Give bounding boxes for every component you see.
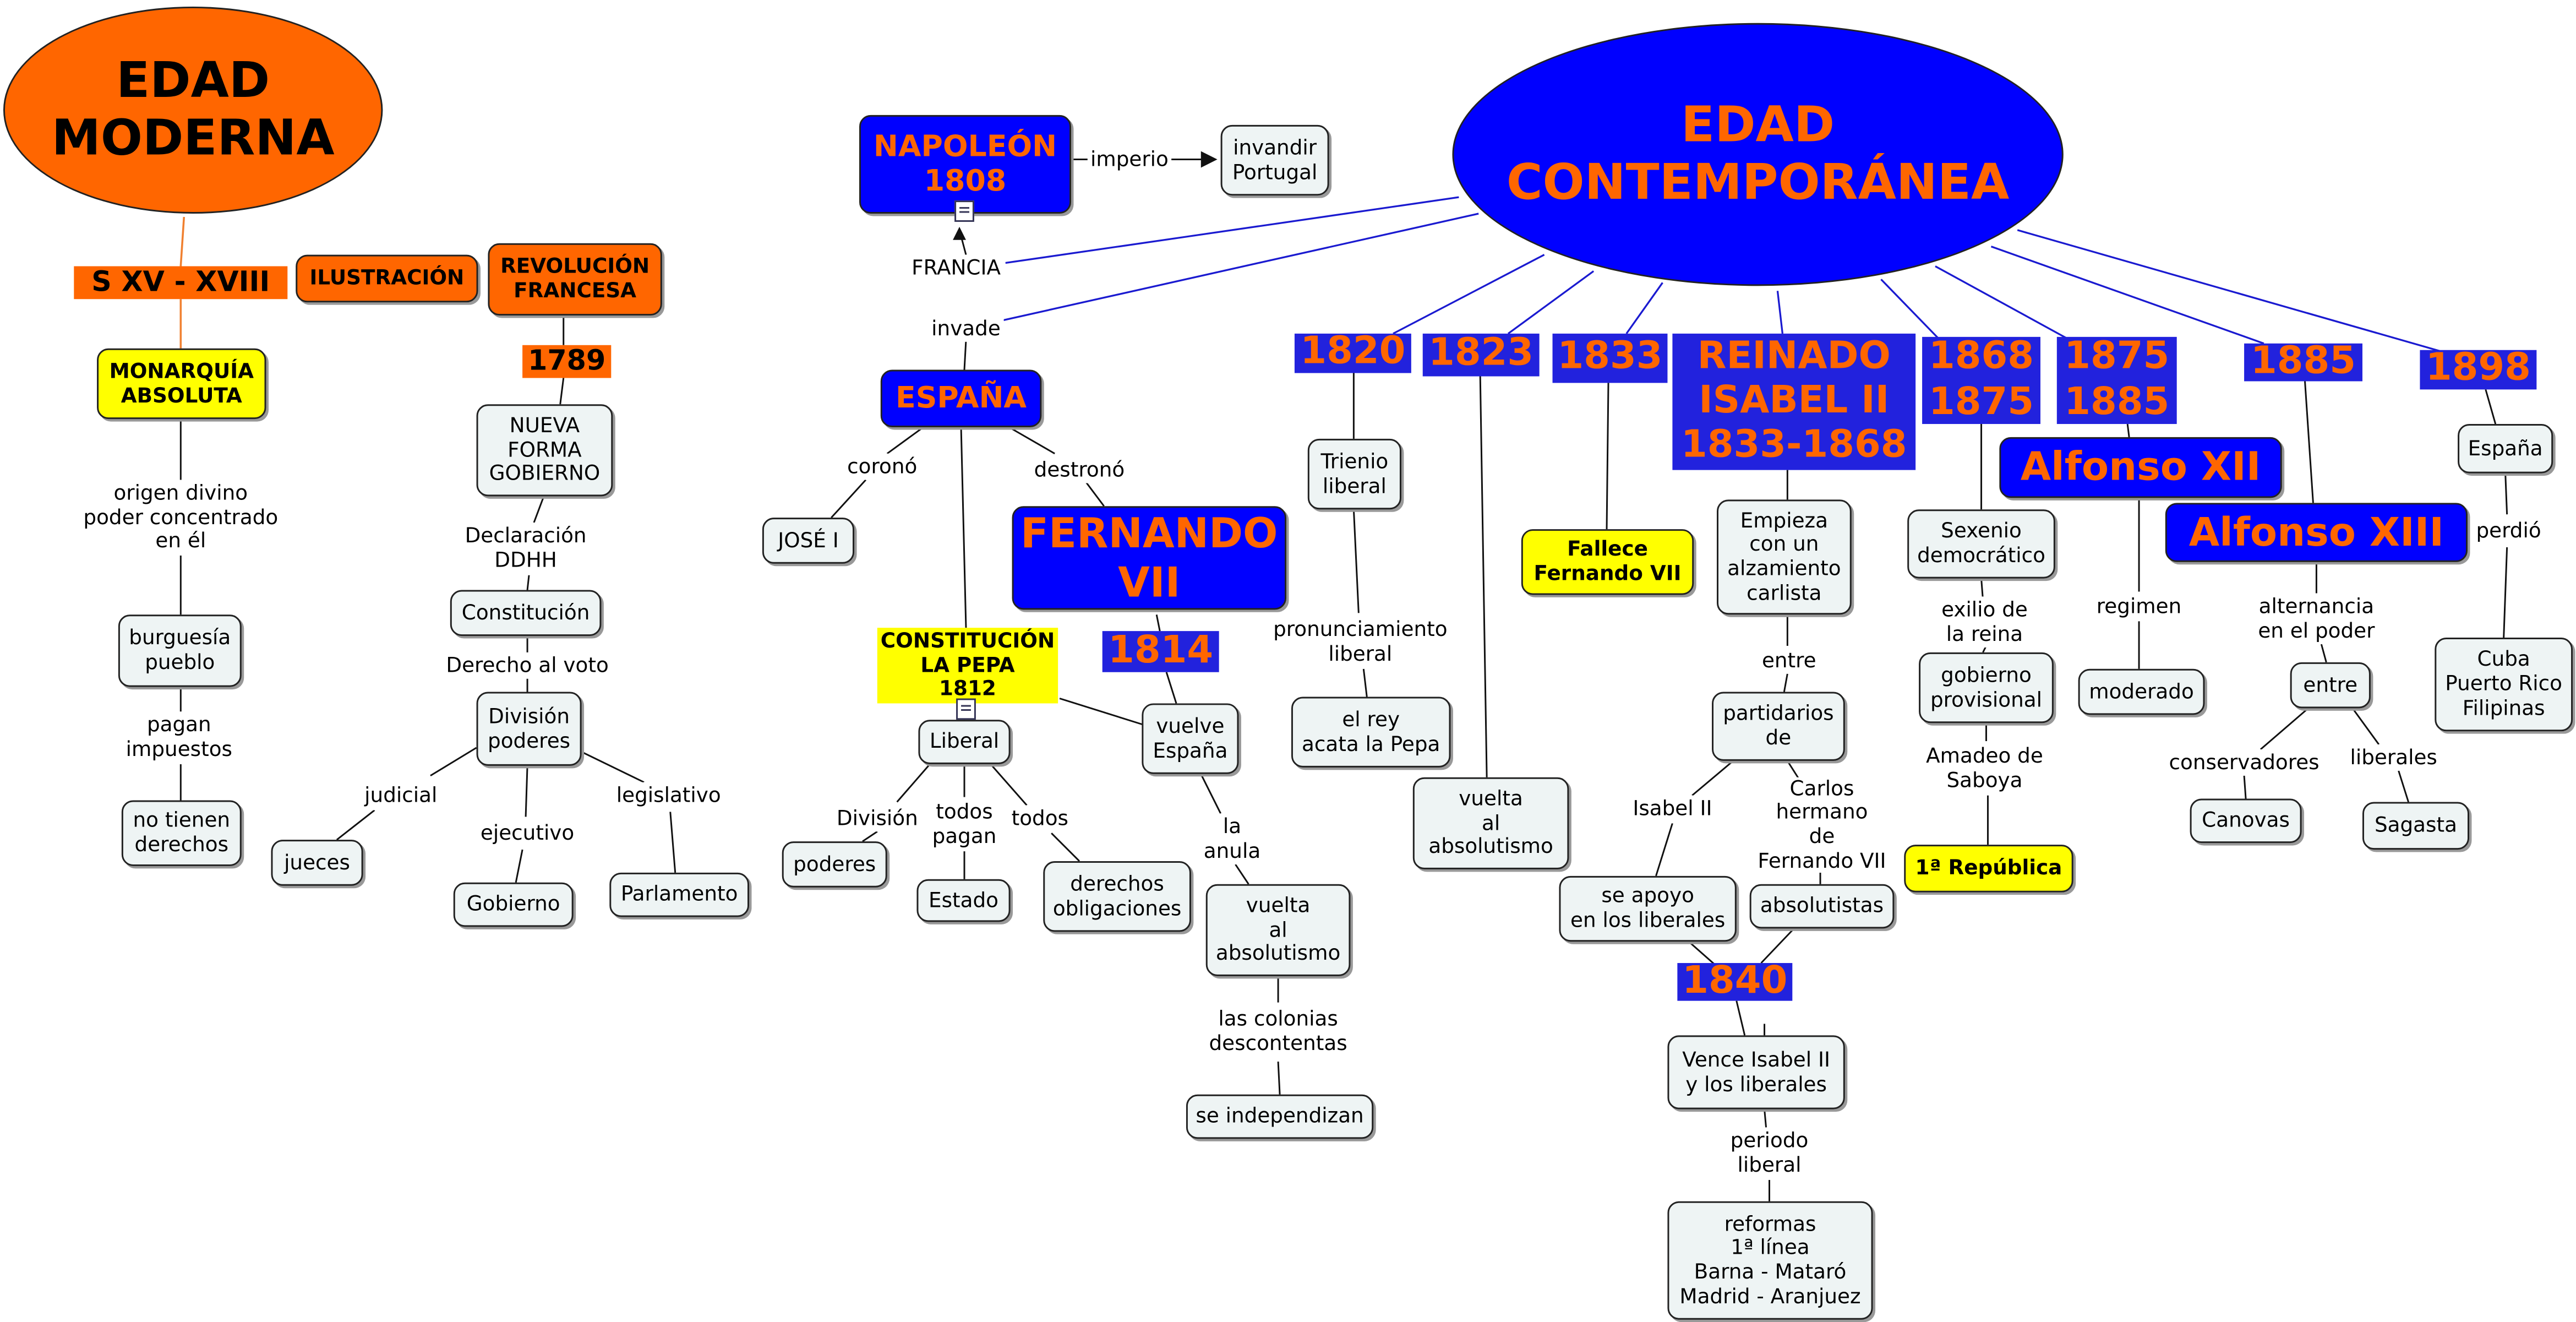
document-icon[interactable] [956, 698, 976, 720]
label-liberales: liberales [2346, 744, 2442, 771]
node-sexenio-democratico[interactable]: Sexenio democrático [1907, 509, 2055, 579]
label-legislativo: legislativo [611, 782, 727, 810]
node-entre-2[interactable]: entre [2290, 662, 2371, 709]
node-ilustracion[interactable]: ILUSTRACIÓN [296, 254, 478, 303]
node-poderes[interactable]: poderes [782, 841, 887, 888]
label-declaracion-ddhh: Declaración DDHH [460, 523, 592, 575]
year-1898[interactable]: 1898 [2420, 347, 2537, 390]
node-gobierno-provisional[interactable]: gobierno provisional [1919, 652, 2054, 723]
label-origen-divino: origen divino poder concentrado en él [75, 480, 286, 556]
year-1789[interactable]: 1789 [522, 345, 612, 378]
node-estado[interactable]: Estado [916, 879, 1011, 922]
label-todos: todos [1008, 805, 1072, 832]
label-la-anula: la anula [1199, 813, 1265, 864]
label-colonias-descontentas: las colonias descontentas [1207, 1005, 1349, 1059]
label-francia: FRANCIA [907, 254, 1006, 281]
node-constitucion-la-pepa[interactable]: CONSTITUCIÓN LA PEPA 1812 [877, 628, 1058, 704]
label-judicial: judicial [361, 782, 440, 810]
label-amadeo-saboya: Amadeo de Saboya [1922, 741, 2047, 796]
document-icon[interactable] [954, 200, 974, 222]
year-1823[interactable]: 1823 [1422, 333, 1540, 377]
year-1875-1885[interactable]: 1875 1885 [2056, 336, 2177, 425]
label-destrono: destronó [1032, 456, 1127, 483]
node-absolutistas[interactable]: absolutistas [1749, 884, 1895, 929]
node-se-independizan[interactable]: se independizan [1186, 1094, 1374, 1139]
label-exilio-reina: exilio de la reina [1931, 596, 2038, 648]
node-moderado[interactable]: moderado [2078, 668, 2205, 715]
edad-contemporanea-title[interactable]: EDAD CONTEMPORÁNEA [1452, 23, 2064, 286]
node-alfonso-xiii[interactable]: Alfonso XIII [2165, 503, 2468, 562]
node-reinado-isabel-ii[interactable]: REINADO ISABEL II 1833-1868 [1672, 333, 1916, 470]
node-invadir-portugal[interactable]: invandir Portugal [1220, 124, 1329, 196]
label-corono: coronó [844, 453, 920, 480]
node-napoleon-1808[interactable]: NAPOLEÓN 1808 [859, 115, 1072, 214]
label-periodo-liberal: periodo liberal [1724, 1127, 1814, 1180]
node-el-rey-acata[interactable]: el rey acata la Pepa [1291, 697, 1451, 768]
node-alfonso-xii[interactable]: Alfonso XII [1999, 437, 2282, 498]
node-monarquia-absoluta[interactable]: MONARQUÍA ABSOLUTA [97, 348, 266, 420]
node-trienio-liberal[interactable]: Trienio liberal [1307, 438, 1401, 510]
label-alternancia-poder: alternancia en el poder [2251, 593, 2382, 644]
label-entre-1: entre [1758, 647, 1821, 674]
node-canovas[interactable]: Canovas [2190, 798, 2302, 844]
label-regimen: regimen [2091, 591, 2187, 622]
node-sagasta[interactable]: Sagasta [2362, 802, 2469, 850]
node-espana[interactable]: ESPAÑA [880, 369, 1042, 428]
label-pronunciamiento-liberal: pronunciamiento liberal [1273, 616, 1448, 669]
node-vuelve-espana[interactable]: vuelve España [1142, 703, 1239, 774]
node-vence-isabel-ii[interactable]: Vence Isabel II y los liberales [1667, 1035, 1845, 1109]
node-vuelta-absolutismo-2[interactable]: vuelta al absolutismo [1412, 777, 1569, 869]
node-reformas[interactable]: reformas 1ª línea Barna - Mataró Madrid … [1667, 1201, 1873, 1320]
node-se-apoyo-liberales[interactable]: se apoyo en los liberales [1559, 875, 1737, 942]
label-pagan-impuestos: pagan impuestos [119, 711, 238, 764]
year-1840[interactable]: 1840 [1677, 960, 1793, 1002]
period-sxv-xviii[interactable]: S XV - XVIII [74, 266, 288, 300]
year-1885[interactable]: 1885 [2244, 340, 2362, 383]
node-constitucion[interactable]: Constitución [450, 590, 602, 636]
label-imperio: imperio [1087, 146, 1172, 175]
year-1814[interactable]: 1814 [1102, 629, 1219, 672]
node-parlamento[interactable]: Parlamento [609, 872, 750, 917]
node-espana-1898[interactable]: España [2458, 424, 2553, 474]
year-1833[interactable]: 1833 [1552, 333, 1668, 383]
label-division: División [834, 805, 920, 832]
label-todos-pagan: todos pagan [928, 798, 1001, 852]
label-conservadores: conservadores [2165, 749, 2323, 776]
node-liberal[interactable]: Liberal [918, 720, 1011, 764]
label-isabel-ii: Isabel II [1626, 795, 1718, 824]
node-nueva-forma-gobierno[interactable]: NUEVA FORMA GOBIERNO [476, 404, 613, 497]
edad-moderna-title[interactable]: EDAD MODERNA [3, 6, 383, 214]
node-partidarios-de[interactable]: partidarios de [1712, 692, 1845, 761]
node-derechos-obligaciones[interactable]: derechos obligaciones [1043, 861, 1191, 932]
node-gobierno[interactable]: Gobierno [453, 882, 574, 927]
node-burguesia-pueblo[interactable]: burguesía pueblo [118, 614, 242, 687]
year-1868-1875[interactable]: 1868 1875 [1922, 336, 2040, 425]
node-jose-i[interactable]: JOSÉ I [762, 518, 855, 564]
node-empieza-alzamiento[interactable]: Empieza con un alzamiento carlista [1717, 499, 1852, 615]
node-vuelta-absolutismo-1[interactable]: vuelta al absolutismo [1205, 884, 1351, 976]
node-fernando-vii[interactable]: FERNANDO VII [1012, 506, 1287, 610]
node-revolucion-francesa[interactable]: REVOLUCIÓN FRANCESA [488, 243, 662, 316]
label-invade: invade [928, 315, 1004, 342]
label-derecho-voto: Derecho al voto [443, 652, 612, 679]
label-ejecutivo: ejecutivo [476, 820, 578, 848]
node-primera-republica[interactable]: 1ª República [1904, 845, 2073, 893]
node-fallece-fernando-vii[interactable]: Fallece Fernando VII [1521, 529, 1694, 595]
year-1820[interactable]: 1820 [1294, 331, 1411, 374]
node-division-poderes[interactable]: División poderes [476, 692, 582, 766]
label-perdio: perdió [2472, 517, 2545, 544]
node-no-tienen-derechos[interactable]: no tienen derechos [121, 800, 242, 866]
node-cuba-puerto-rico-filipinas[interactable]: Cuba Puerto Rico Filipinas [2435, 638, 2573, 732]
node-jueces[interactable]: jueces [271, 840, 363, 886]
label-carlos-hermano: Carlos hermano de Fernando VII [1748, 775, 1896, 873]
